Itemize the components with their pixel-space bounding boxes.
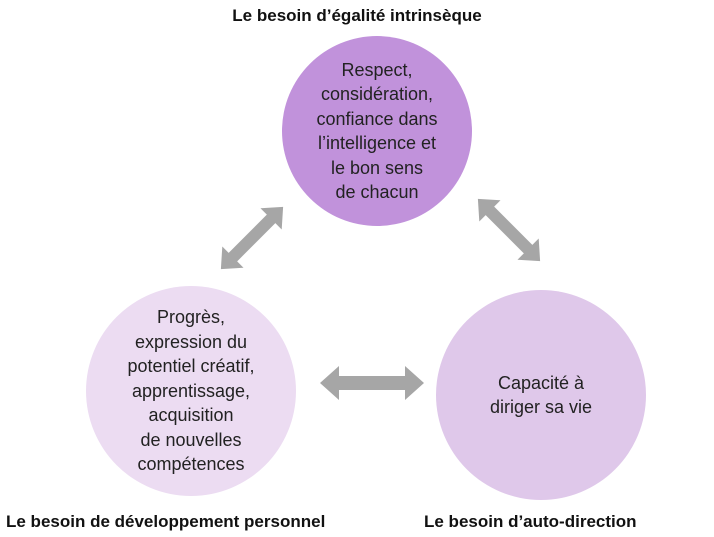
circle-auto-direction-text: Capacité à diriger sa vie: [490, 371, 592, 420]
circle-egalite-line-6: de chacun: [335, 182, 419, 202]
circle-egalite-line-4: l’intelligence et: [317, 133, 437, 153]
circle-egalite-line-3: confiance dans: [316, 108, 438, 129]
circle-egalite-text: Respect, considération, confiance dans l…: [316, 58, 437, 205]
circle-egalite-line-1: Respect,: [341, 59, 413, 80]
circle-developpement: Progrès, expression du potentiel créatif…: [86, 286, 296, 496]
circle-auto-direction-line-2: diriger sa vie: [489, 397, 593, 417]
circle-developpement-line-1: Progrès,: [156, 307, 225, 328]
arrow-shape: [220, 206, 284, 270]
circle-egalite-line-2: considération,: [320, 84, 434, 104]
double-arrow-top-left-icon: [220, 206, 284, 270]
arrow-shape: [477, 198, 541, 262]
title-auto-direction: Le besoin d’auto-direction: [424, 512, 637, 531]
circle-developpement-line-5: acquisition: [148, 405, 234, 426]
double-arrow-top-right-icon: [477, 198, 541, 262]
title-developpement-personnel: Le besoin de développement personnel: [6, 512, 326, 531]
circle-auto-direction-line-1: Capacité à: [497, 372, 585, 393]
circle-egalite: Respect, considération, confiance dans l…: [282, 36, 472, 226]
circle-egalite-line-5: le bon sens: [330, 157, 424, 178]
arrow-shape: [320, 366, 424, 400]
circle-developpement-line-7: compétences: [137, 454, 245, 475]
title-egalite-intrinseque: Le besoin d’égalité intrinsèque: [232, 6, 482, 25]
circle-developpement-text: Progrès, expression du potentiel créatif…: [127, 305, 254, 477]
circle-developpement-line-2: expression du: [134, 331, 248, 352]
double-arrow-bottom-icon: [320, 366, 424, 400]
circle-developpement-line-3: potentiel créatif,: [127, 356, 255, 377]
circle-developpement-line-4: apprentissage,: [131, 380, 251, 401]
circle-developpement-line-6: de nouvelles: [140, 429, 242, 450]
circle-auto-direction: Capacité à diriger sa vie: [436, 290, 646, 500]
